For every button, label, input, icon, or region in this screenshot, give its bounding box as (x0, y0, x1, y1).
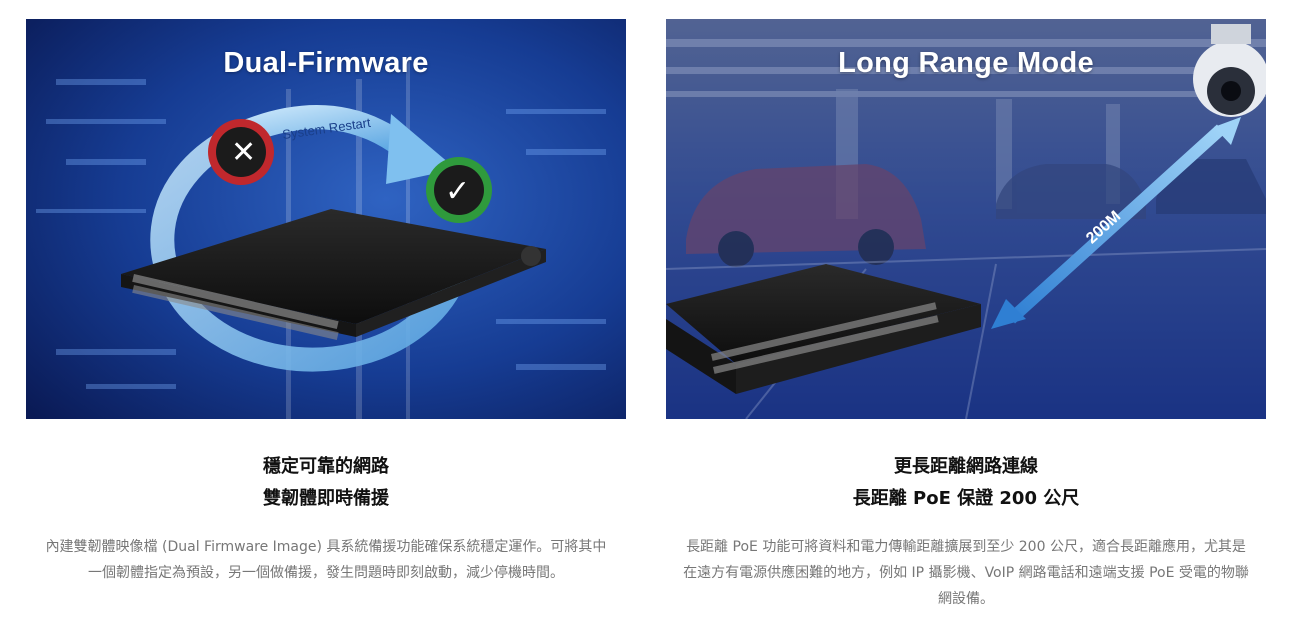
dual-firmware-description: 內建雙韌體映像檔 (Dual Firmware Image) 具系統備援功能確保… (45, 539, 607, 581)
close-icon: ✕ (231, 135, 256, 170)
heading-line-1: 穩定可靠的網路 (263, 456, 389, 477)
long-range-title: Long Range Mode (838, 47, 1094, 79)
long-range-heading: 更長距離網路連線 長距離 PoE 保證 200 公尺 (666, 451, 1266, 515)
heading-line-2: 雙韌體即時備援 (263, 488, 389, 509)
long-range-image: Long Range Mode 200M (666, 19, 1266, 419)
dual-firmware-title: Dual-Firmware (223, 47, 429, 79)
check-icon: ✓ (445, 174, 470, 209)
heading-line-1: 更長距離網路連線 (894, 456, 1038, 477)
dual-firmware-heading: 穩定可靠的網路 雙韌體即時備援 (26, 451, 626, 515)
long-range-description: 長距離 PoE 功能可將資料和電力傳輸距離擴展到至少 200 公尺，適合長距離應… (683, 539, 1249, 607)
heading-line-2: 長距離 PoE 保證 200 公尺 (852, 488, 1080, 509)
dual-firmware-image: ✕ ✓ Dual-Firmware System Restart (26, 19, 626, 419)
